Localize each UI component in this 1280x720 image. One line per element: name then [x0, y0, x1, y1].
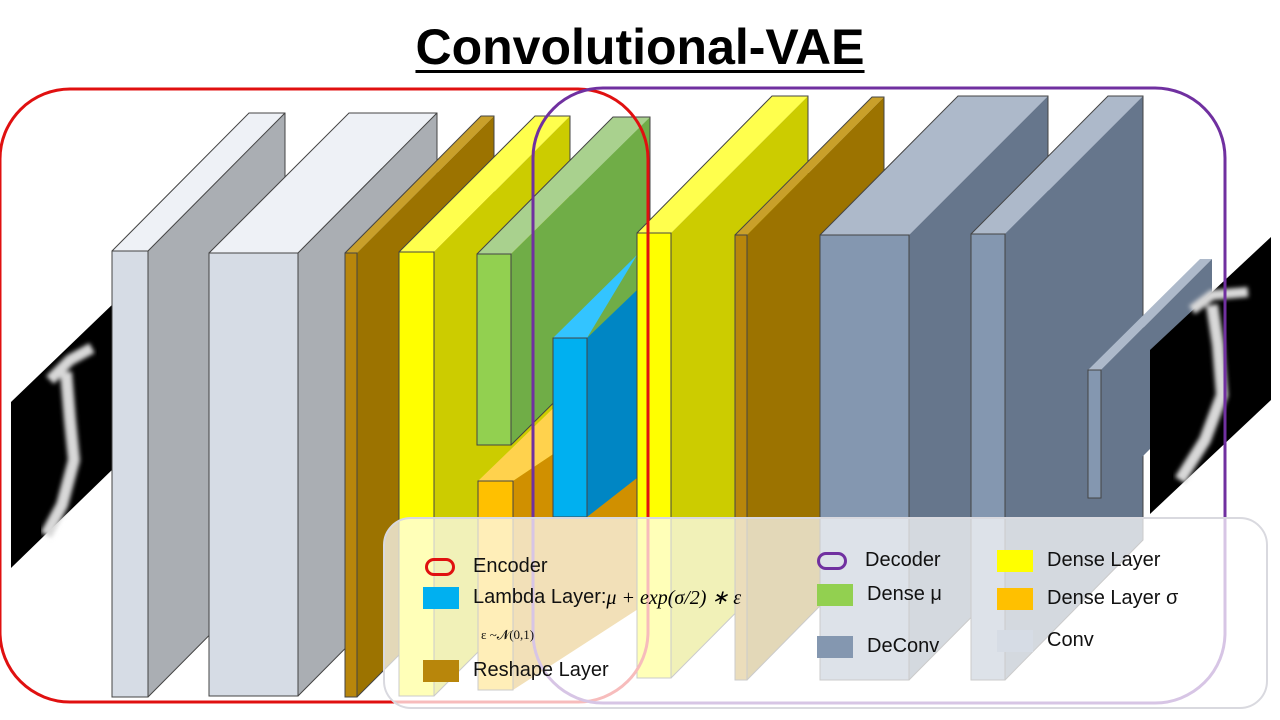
reshape-swatch-icon [423, 659, 459, 682]
decoder-ring-icon [817, 551, 847, 570]
dense-swatch-icon [997, 549, 1033, 572]
legend-conv: Conv [997, 629, 1094, 652]
legend-encoder-label: Encoder [473, 555, 548, 577]
legend-dense-sigma: Dense Layer σ [997, 587, 1178, 610]
encoder-ring-icon [425, 557, 455, 576]
legend: Encoder Lambda Layer: μ + exp(σ/2) ∗ ε ε… [383, 517, 1268, 709]
legend-decoder-label: Decoder [865, 549, 941, 571]
legend-reshape: Reshape Layer [423, 659, 609, 682]
deconv-swatch-icon [817, 635, 853, 658]
legend-lambda: Lambda Layer: μ + exp(σ/2) ∗ ε [423, 585, 741, 610]
legend-dense-mu-label: Dense μ [867, 583, 942, 605]
dense-mu-layer [476, 116, 651, 446]
legend-deconv-label: DeConv [867, 635, 940, 657]
encoder-outline [0, 87, 650, 704]
legend-dense-layer: Dense Layer [997, 549, 1160, 572]
input-image [11, 302, 115, 568]
legend-reshape-label: Reshape Layer [473, 659, 609, 681]
legend-deconv: DeConv [817, 635, 939, 658]
legend-epsilon-note: ε ~𝓝(0,1) [481, 627, 535, 642]
legend-encoder: Encoder [425, 555, 548, 578]
legend-dense-mu: Dense μ [817, 583, 942, 606]
legend-dense-sigma-label: Dense Layer σ [1047, 587, 1179, 609]
diagram-title: Convolutional-VAE [415, 19, 865, 75]
legend-dense-layer-label: Dense Layer [1047, 549, 1161, 571]
legend-conv-label: Conv [1047, 629, 1094, 651]
legend-lambda-formula: μ + exp(σ/2) ∗ ε [606, 587, 742, 609]
output-image [1150, 237, 1271, 514]
dense-sigma-swatch-icon [997, 587, 1033, 610]
legend-decoder: Decoder [817, 549, 941, 572]
legend-lambda-label: Lambda Layer: [473, 586, 607, 608]
lambda-layer [552, 255, 637, 518]
dense-mu-swatch-icon [817, 583, 853, 606]
conv-swatch-icon [997, 629, 1033, 652]
lambda-swatch-icon [423, 586, 459, 609]
